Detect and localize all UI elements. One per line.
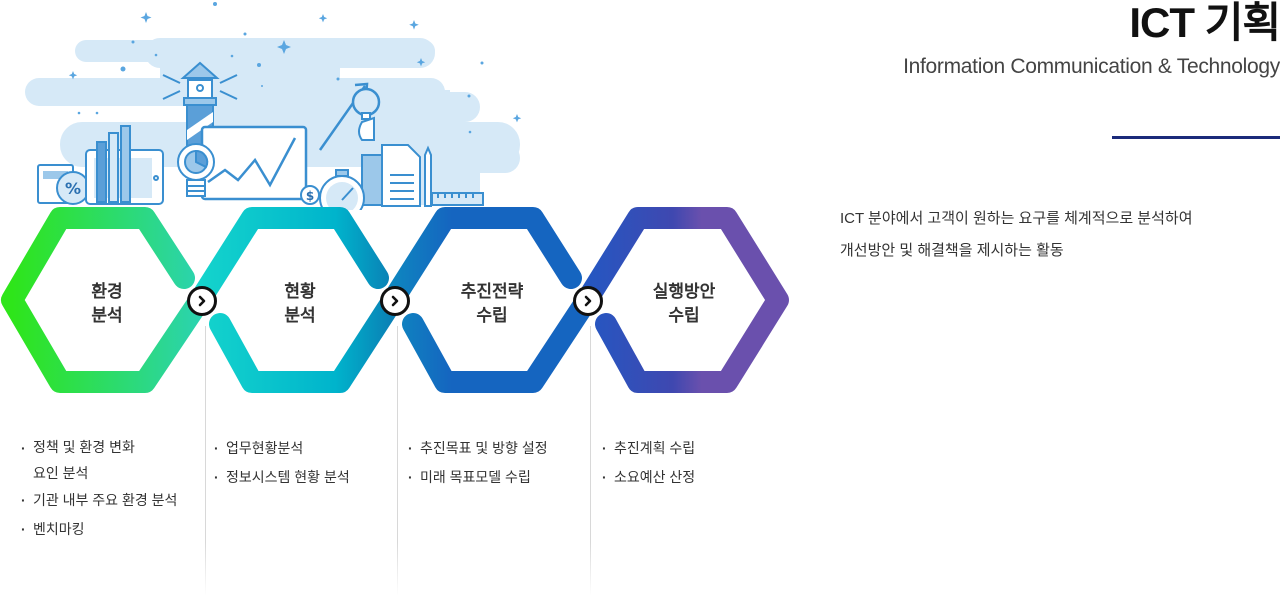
- step-title-strategy-planning: 추진전략 수립: [422, 280, 562, 328]
- list-item: 업무현황분석: [214, 434, 350, 463]
- ruler-icon: [431, 192, 484, 206]
- column-divider: [397, 326, 398, 596]
- title-underline: [1112, 136, 1280, 139]
- step-title-execution-planning: 실행방안 수립: [614, 280, 754, 328]
- step-title-line: 환경: [91, 282, 123, 301]
- hexagon-step-1: [1, 207, 211, 393]
- step-title-line: 추진전략: [460, 282, 524, 301]
- list-item: 정보시스템 현황 분석: [214, 463, 350, 492]
- process-hexagon-chain: [1, 207, 789, 393]
- step-title-line: 분석: [284, 306, 316, 325]
- list-item-line: 업무현황분석: [226, 440, 304, 456]
- stopwatch-icon: [319, 169, 365, 210]
- list-item: 추진목표 및 방향 설정: [408, 434, 548, 463]
- step-title-line: 실행방안: [652, 282, 716, 301]
- chevron-right-icon: [584, 295, 592, 307]
- list-item-line: 추진계획 수립: [614, 440, 696, 456]
- chevron-right-icon: [198, 295, 206, 307]
- ict-illustration: %: [25, 2, 522, 210]
- pencil-icon: [424, 145, 432, 207]
- page-subtitle: Information Communication & Technology: [903, 55, 1280, 78]
- description-line: 개선방안 및 해결책을 제시하는 활동: [840, 242, 1064, 259]
- step-title-line: 수립: [668, 306, 700, 325]
- next-step-button-2[interactable]: [380, 286, 410, 316]
- column-divider: [205, 326, 206, 596]
- description: ICT 분야에서 고객이 원하는 요구를 체계적으로 분석하여 개선방안 및 해…: [840, 203, 1260, 267]
- list-item-line: 기관 내부 주요 환경 분석: [33, 492, 178, 508]
- step-1-items: 정책 및 환경 변화 요인 분석 기관 내부 주요 환경 분석 벤치마킹: [21, 434, 177, 544]
- list-item: 소요예산 산정: [602, 463, 695, 492]
- dollar-coin-icon: $: [300, 185, 320, 205]
- step-title-status-analysis: 현황 분석: [230, 280, 370, 328]
- sparkle-stars: [68, 2, 522, 134]
- step-4-items: 추진계획 수립 소요예산 산정: [602, 434, 695, 492]
- list-item-line: 요인 분석: [33, 465, 89, 481]
- step-2-items: 업무현황분석 정보시스템 현황 분석: [214, 434, 350, 492]
- list-item-line: 추진목표 및 방향 설정: [420, 440, 548, 456]
- hexagon-step-4: [576, 207, 789, 393]
- chevron-right-icon: [391, 295, 399, 307]
- step-title-environment-analysis: 환경 분석: [37, 280, 177, 328]
- trend-arrow-magnifier-icon: [318, 82, 383, 206]
- list-item: 미래 목표모델 수립: [408, 463, 548, 492]
- list-item-line: 소요예산 산정: [614, 469, 696, 485]
- list-item-line: 정책 및 환경 변화: [33, 439, 135, 455]
- svg-text:$: $: [306, 189, 314, 203]
- monitor-line-chart-icon: [200, 125, 308, 201]
- cloud-background: [25, 38, 520, 205]
- page-title: ICT 기획: [1129, 0, 1280, 46]
- step-title-line: 분석: [91, 306, 123, 325]
- lightbulb-pie-icon: [177, 143, 215, 197]
- list-item: 벤치마킹: [21, 515, 177, 544]
- document-icon: [381, 144, 421, 207]
- list-item-line: 벤치마킹: [33, 521, 85, 537]
- step-title-line: 현황: [284, 282, 316, 301]
- list-item-line: 미래 목표모델 수립: [420, 469, 531, 485]
- hexagon-step-3: [382, 207, 598, 393]
- hexagon-step-2: [189, 207, 404, 393]
- list-item: 추진계획 수립: [602, 434, 695, 463]
- tablet-bar-chart-icon: [85, 125, 164, 205]
- step-3-items: 추진목표 및 방향 설정 미래 목표모델 수립: [408, 434, 548, 492]
- list-item: 정책 및 환경 변화 요인 분석: [21, 434, 177, 486]
- step-title-line: 수립: [476, 306, 508, 325]
- column-divider: [590, 326, 591, 596]
- percent-badge-icon: %: [56, 171, 90, 205]
- next-step-button-3[interactable]: [573, 286, 603, 316]
- next-step-button-1[interactable]: [187, 286, 217, 316]
- description-line: ICT 분야에서 고객이 원하는 요구를 체계적으로 분석하여: [840, 210, 1193, 227]
- list-item-line: 정보시스템 현황 분석: [226, 469, 350, 485]
- svg-text:%: %: [65, 179, 81, 198]
- list-item: 기관 내부 주요 환경 분석: [21, 486, 177, 515]
